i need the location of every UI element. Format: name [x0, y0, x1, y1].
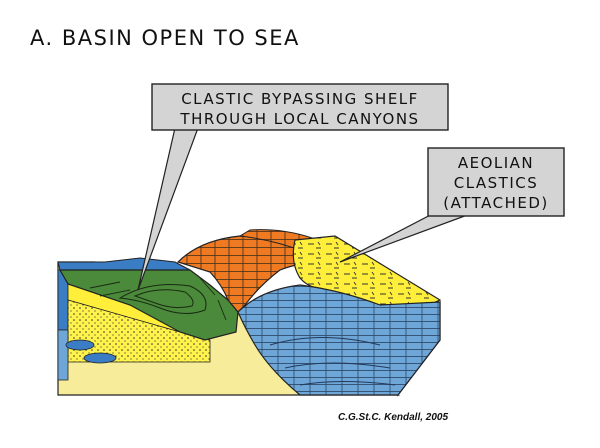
callout-1-line-2: THROUGH LOCAL CANYONS	[179, 110, 419, 128]
callout-aeolian-clastics: AEOLIAN CLASTICS (ATTACHED)	[339, 147, 565, 263]
front-basin-blue	[57, 329, 69, 381]
credit-text: C.G.St.C. Kendall, 2005	[338, 412, 449, 423]
callout-2-line-1: AEOLIAN	[458, 154, 534, 172]
diagram-title: A. BASIN OPEN TO SEA	[30, 26, 300, 50]
sea-water	[57, 257, 191, 271]
callout-2-line-2: CLASTICS	[454, 174, 539, 192]
callout-clastic-bypassing: CLASTIC BYPASSING SHELF THROUGH LOCAL CA…	[137, 83, 449, 291]
callout-1-line-1: CLASTIC BYPASSING SHELF	[181, 90, 419, 108]
callout-2-line-3: (ATTACHED)	[443, 194, 548, 212]
